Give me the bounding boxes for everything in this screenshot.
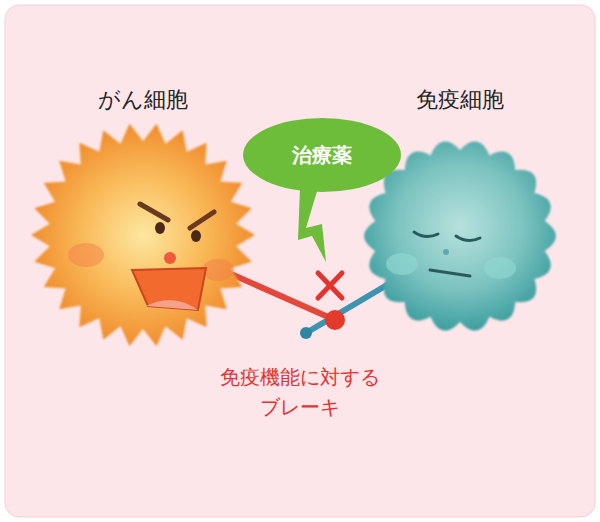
- receptor-link: [233, 275, 388, 339]
- cheek: [484, 257, 516, 279]
- bubble-tail: [298, 188, 326, 262]
- block-cross: [318, 273, 342, 298]
- eye: [191, 230, 201, 242]
- nose: [443, 249, 449, 255]
- speech-bubble: [243, 118, 401, 192]
- cheek: [68, 243, 104, 267]
- cell-heading: 免疫細胞: [355, 86, 565, 114]
- immune-cell: 免疫細胞: [355, 86, 565, 336]
- ligand-ball: [325, 310, 345, 330]
- nose: [164, 252, 176, 264]
- receptor-tip: [300, 327, 312, 339]
- mouth: [430, 270, 470, 276]
- brake-label: 免疫機能に対する ブレーキ: [195, 362, 405, 422]
- closed-eye: [414, 232, 438, 237]
- cheek: [386, 253, 418, 275]
- note-label: 免疫機能に対する ブレーキ: [195, 362, 405, 422]
- mouth: [132, 268, 206, 310]
- cancer-cell: がん細胞: [28, 86, 258, 352]
- eye: [155, 222, 165, 234]
- immune-receptor-arm: [306, 284, 389, 333]
- drug-bubble: 治療薬: [242, 117, 402, 193]
- cancer-cell-shape: [28, 120, 258, 350]
- pink-panel: [5, 5, 595, 517]
- closed-eye: [456, 236, 480, 241]
- eyebrow: [140, 204, 168, 220]
- cell-heading: がん細胞: [28, 86, 258, 114]
- cheek: [202, 259, 234, 281]
- cancer-cell-body: [31, 124, 255, 346]
- drug-label: 治療薬: [292, 142, 352, 169]
- tongue: [146, 300, 198, 310]
- eyebrow: [190, 212, 214, 228]
